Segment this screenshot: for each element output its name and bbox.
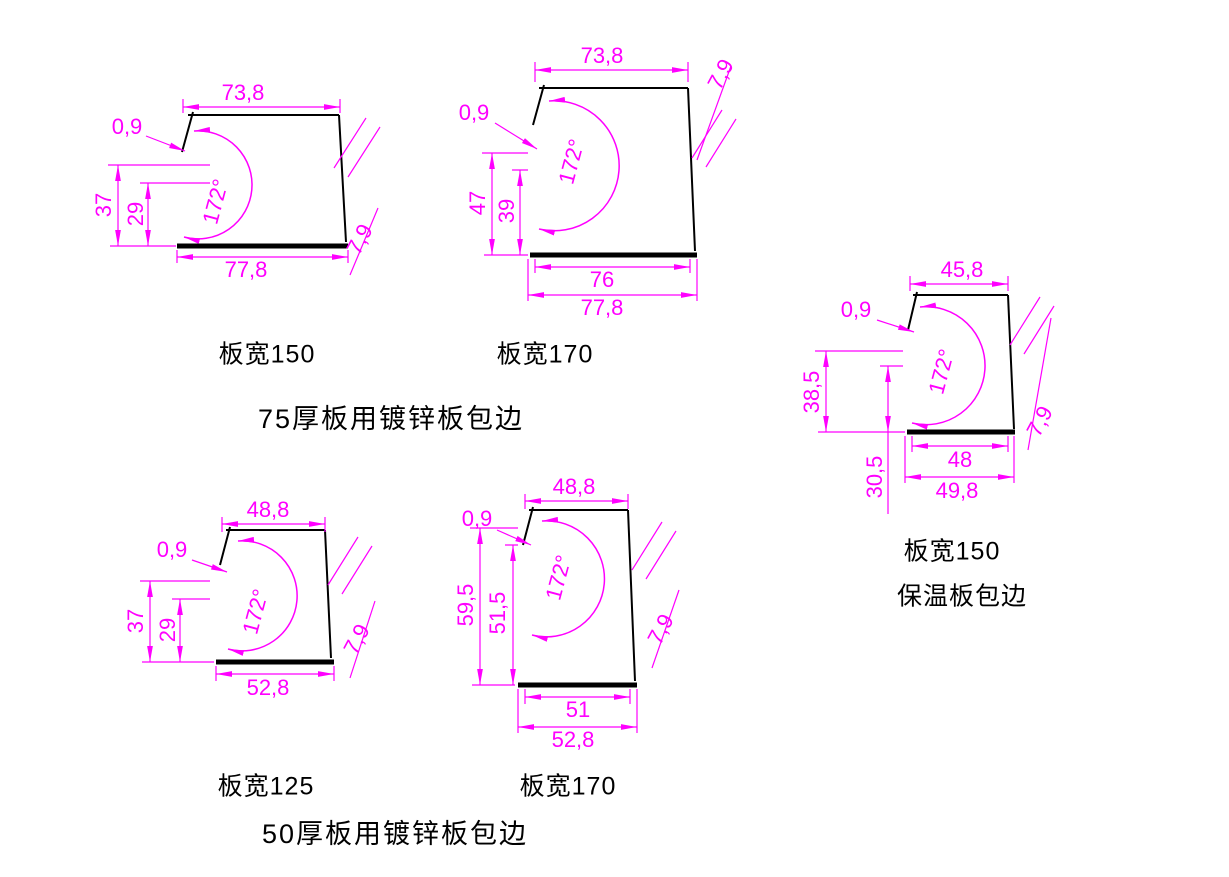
profile-outline (532, 84, 696, 252)
dim-lip: 7,9 (338, 620, 374, 659)
thickness-leader-line (876, 319, 915, 333)
dim-lip: 7,9 (1021, 402, 1057, 441)
dim-bottom-inner: 48 (948, 447, 972, 472)
group-title-75: 75厚板用镀锌板包边 (258, 404, 524, 434)
dim-height-outer: 37 (91, 193, 116, 217)
dim-height-outer: 59,5 (453, 584, 478, 627)
dim-lip: 7,9 (702, 55, 738, 94)
board-width-label: 板宽150 (219, 341, 316, 369)
board-width-label: 板宽150 (904, 538, 1001, 566)
angle-arc (183, 126, 253, 244)
thickness-leader-line (496, 529, 532, 546)
angle-arc (538, 96, 620, 236)
board-width-label: 板宽170 (520, 773, 617, 801)
dim-angle: 172° (237, 586, 273, 636)
dim-top-width: 48,8 (553, 474, 596, 499)
profile-outline (907, 291, 1015, 430)
group-title-50: 50厚板用镀锌板包边 (262, 819, 528, 849)
dim-bottom-width: 52,8 (552, 727, 595, 752)
dim-height-inner: 29 (123, 202, 148, 226)
dim-top-width: 45,8 (941, 257, 984, 282)
drawing-50-width125: 48,8 0,9 37 29 172° 52,8 7,9 板宽125 (123, 497, 376, 801)
dim-bottom-width: 77,8 (581, 295, 624, 320)
profile-outline (522, 506, 636, 682)
profile-outline (219, 526, 332, 659)
dim-top-width: 73,8 (222, 80, 265, 105)
dim-bottom-inner: 51 (566, 697, 590, 722)
angle-arc (531, 516, 606, 642)
thickness-leader-line (494, 122, 538, 150)
dim-angle: 172° (540, 552, 576, 602)
dim-height-inner: 29 (155, 618, 180, 642)
drawing-75-width150: 73,8 0,9 37 29 172° 77,8 7,9 板宽150 (91, 80, 381, 369)
lip-dim-line (349, 600, 376, 679)
dim-bottom-width: 77,8 (225, 257, 268, 282)
dim-lip: 7,9 (341, 220, 377, 259)
lip-dim-line (1027, 317, 1052, 451)
angle-arc (227, 536, 298, 656)
dim-top-width: 48,8 (247, 497, 290, 522)
drawing-75-width170: 73,8 7,9 0,9 47 39 172° 76 77,8 板宽170 (459, 43, 739, 369)
thickness-leader-line (145, 135, 186, 152)
lip-dim-line (349, 207, 379, 276)
dim-thickness: 0,9 (841, 297, 872, 322)
dim-height-lower: 30,5 (862, 456, 887, 499)
angle-arc (911, 302, 986, 430)
drawing-50-width170: 48,8 0,9 59,5 51,5 172° 51 52,8 7,9 板宽17… (453, 474, 680, 801)
dim-height-inner: 51,5 (485, 592, 510, 635)
dim-bottom-inner: 76 (590, 267, 614, 292)
dim-lip: 7,9 (642, 610, 678, 649)
board-width-label: 板宽125 (218, 773, 315, 801)
dim-angle: 172° (197, 176, 233, 226)
dim-thickness: 0,9 (459, 100, 490, 125)
dim-height-outer: 47 (465, 191, 490, 215)
board-width-label: 板宽170 (497, 341, 594, 369)
dim-bottom-width: 49,8 (936, 478, 979, 503)
dim-thickness: 0,9 (112, 114, 143, 139)
thickness-leader-line (191, 559, 228, 573)
lip-dim-line (696, 65, 732, 161)
dim-thickness: 0,9 (462, 506, 493, 531)
dim-top-width: 73,8 (581, 43, 624, 68)
lip-dim-line (651, 589, 680, 669)
dim-height-outer: 37 (123, 609, 148, 633)
dim-angle: 172° (553, 136, 589, 186)
drawing-insulation-width150: 45,8 0,9 38,5 30,5 172° 48 49,8 7,9 板宽15… (799, 257, 1058, 611)
dim-height-outer: 38,5 (799, 371, 824, 414)
dim-bottom-width: 52,8 (247, 675, 290, 700)
dim-thickness: 0,9 (157, 537, 188, 562)
insulation-label: 保温板包边 (897, 583, 1027, 611)
dim-angle: 172° (923, 346, 959, 396)
dim-height-inner: 39 (494, 199, 519, 223)
